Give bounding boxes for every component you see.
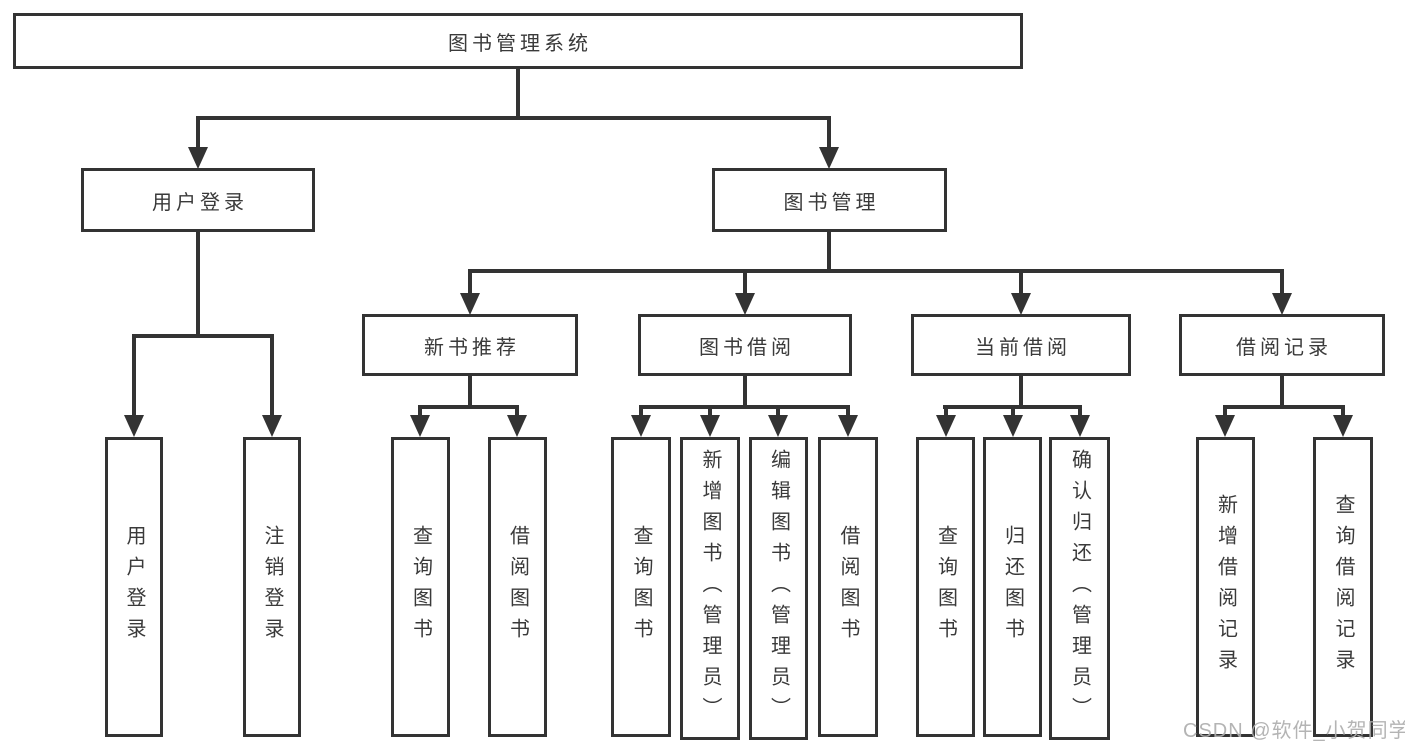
leaf-label: 查询图书 bbox=[630, 525, 652, 649]
leaf-label: 借阅图书 bbox=[506, 525, 529, 649]
leaf-records-query-record: 查询借阅记录 bbox=[1313, 437, 1373, 737]
arrow-down-icon bbox=[700, 415, 720, 437]
node-label: 用户登录 bbox=[152, 191, 248, 214]
leaf-label: 注销登录 bbox=[261, 525, 283, 649]
watermark: CSDN @软件_小贺同学 bbox=[1183, 720, 1405, 742]
leaf-label: 归还图书 bbox=[1001, 525, 1024, 649]
leaf-label: 编辑图书（管理员） bbox=[767, 449, 790, 728]
arrow-down-icon bbox=[1003, 415, 1023, 437]
arrow-down-icon bbox=[1272, 293, 1292, 315]
node-borrowing-records: 借阅记录 bbox=[1179, 314, 1385, 376]
node-label: 借阅记录 bbox=[1236, 336, 1332, 359]
leaf-recommend-borrow-books: 借阅图书 bbox=[488, 437, 547, 737]
leaf-borrowing-edit-books-admin: 编辑图书（管理员） bbox=[749, 437, 808, 740]
leaf-current-query-books: 查询图书 bbox=[916, 437, 975, 737]
node-user-login: 用户登录 bbox=[81, 168, 315, 232]
leaf-borrowing-add-books-admin: 新增图书（管理员） bbox=[680, 437, 740, 740]
leaf-label: 查询借阅记录 bbox=[1332, 494, 1354, 680]
leaf-label: 用户登录 bbox=[123, 525, 145, 649]
arrow-down-icon bbox=[735, 293, 755, 315]
leaf-label: 借阅图书 bbox=[837, 525, 859, 649]
arrow-down-icon bbox=[1333, 415, 1353, 437]
leaf-borrowing-borrow-books: 借阅图书 bbox=[818, 437, 878, 737]
arrow-down-icon bbox=[460, 293, 480, 315]
leaf-recommend-query-books: 查询图书 bbox=[391, 437, 450, 737]
leaf-label: 确认归还（管理员） bbox=[1068, 449, 1091, 728]
leaf-label: 查询图书 bbox=[409, 525, 432, 649]
arrow-down-icon bbox=[262, 415, 282, 437]
node-label: 图书管理 bbox=[783, 191, 880, 214]
leaf-label: 查询图书 bbox=[934, 525, 957, 649]
leaf-user-login: 用户登录 bbox=[105, 437, 163, 737]
node-book-borrowing: 图书借阅 bbox=[638, 314, 852, 376]
arrow-down-icon bbox=[768, 415, 788, 437]
node-current-borrowing: 当前借阅 bbox=[911, 314, 1131, 376]
node-new-book-recommend: 新书推荐 bbox=[362, 314, 578, 376]
leaf-logout: 注销登录 bbox=[243, 437, 301, 737]
leaf-label: 新增借阅记录 bbox=[1214, 494, 1237, 680]
arrow-down-icon bbox=[1011, 293, 1031, 315]
node-label: 当前借阅 bbox=[975, 336, 1071, 359]
arrow-down-icon bbox=[819, 147, 839, 169]
arrow-down-icon bbox=[124, 415, 144, 437]
node-label: 图书管理系统 bbox=[448, 32, 592, 55]
node-label: 图书借阅 bbox=[699, 336, 795, 359]
leaf-borrowing-query-books: 查询图书 bbox=[611, 437, 671, 737]
leaf-current-return-books: 归还图书 bbox=[983, 437, 1042, 737]
arrow-down-icon bbox=[188, 147, 208, 169]
node-book-management: 图书管理 bbox=[712, 168, 947, 232]
arrow-down-icon bbox=[1070, 415, 1090, 437]
leaf-current-confirm-return-admin: 确认归还（管理员） bbox=[1049, 437, 1110, 740]
arrow-down-icon bbox=[1215, 415, 1235, 437]
node-library-management-system: 图书管理系统 bbox=[13, 13, 1023, 69]
leaf-records-add-record: 新增借阅记录 bbox=[1196, 437, 1255, 737]
arrow-down-icon bbox=[410, 415, 430, 437]
arrow-down-icon bbox=[838, 415, 858, 437]
arrow-down-icon bbox=[507, 415, 527, 437]
arrow-down-icon bbox=[631, 415, 651, 437]
leaf-label: 新增图书（管理员） bbox=[699, 449, 721, 728]
arrow-down-icon bbox=[936, 415, 956, 437]
node-label: 新书推荐 bbox=[424, 336, 520, 359]
